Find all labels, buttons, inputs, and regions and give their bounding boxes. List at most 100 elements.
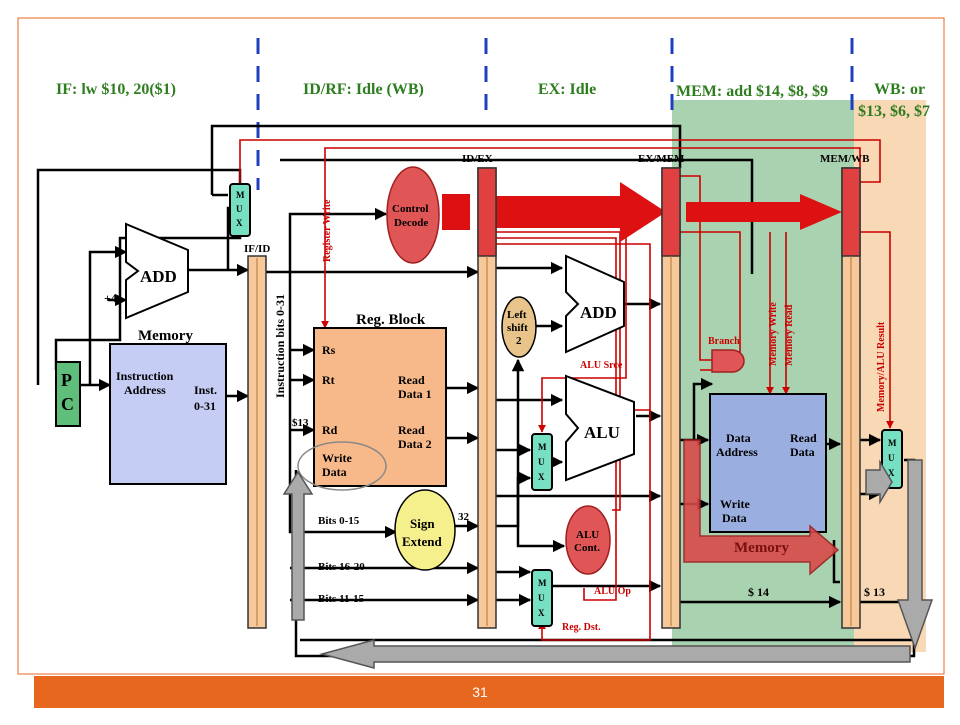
control-decode-label-1: Control (392, 203, 428, 215)
control-arrow-mem (686, 194, 842, 230)
register-read-data-2: Data 2 (398, 437, 432, 451)
reg-14-label: $ 14 (748, 585, 769, 599)
pc-label-p: P (61, 370, 72, 390)
data-memory-data: Data (726, 431, 751, 445)
regdst-mux-u: U (538, 593, 545, 603)
register-read-data-1: Data 1 (398, 387, 432, 401)
data-memory-write: Write (720, 497, 750, 511)
register-block (313, 327, 447, 487)
pc-register (55, 361, 81, 427)
register-13-label: $13 (292, 417, 309, 429)
wb-mux-x: X (888, 468, 895, 478)
regdst-mux-m: M (538, 578, 547, 588)
control-wires (239, 139, 894, 641)
stage-label-mem: MEM: add $14, $8, $9 (676, 83, 828, 100)
wb-gray-arrow-in (865, 459, 893, 505)
sign-extend-label-1: Sign (410, 516, 435, 531)
branch-adder (565, 254, 625, 354)
control-arrow-seg1 (442, 194, 470, 230)
branch-adder-label: ADD (580, 303, 617, 322)
idex-control-field (477, 167, 497, 257)
pc-mux-m: M (236, 190, 245, 200)
slide-frame (17, 17, 945, 675)
stage-label-ex: EX: Idle (538, 81, 596, 98)
register-write-port: Write (322, 451, 352, 465)
regdst-mux-x: X (538, 608, 545, 618)
memwb-control-field (841, 167, 861, 257)
left-shift-label-3: 2 (516, 335, 522, 347)
plus4-label: +4 (104, 291, 117, 305)
stage-label-if: IF: lw $10, 20($1) (56, 81, 176, 98)
data-memory-write-data: Data (722, 511, 747, 525)
alu-control-label-2: Cont. (574, 542, 600, 554)
data-memory-read: Read (790, 431, 817, 445)
reg-dst-mux (531, 569, 553, 627)
left-shift-2 (501, 296, 537, 358)
reg-dst-signal: Reg. Dst. (562, 622, 601, 633)
alu-mux-u: U (538, 457, 545, 467)
wb-mux-m: M (888, 438, 897, 448)
instruction-memory-instruction: Instruction (116, 369, 174, 383)
memory-alu-result-signal: Memory/ALU Result (876, 321, 887, 412)
reg-13-wb-label: $ 13 (864, 585, 885, 599)
alu-source-mux (531, 433, 553, 491)
alu-op-signal: ALU Op (594, 586, 631, 597)
memory-arrow-label: Memory (734, 540, 789, 556)
stage-dividers (256, 38, 854, 190)
sign-extend-width: 32 (458, 511, 470, 523)
stage-label-wb-regs: $13, $6, $7 (858, 103, 930, 120)
alu-control (565, 505, 611, 575)
bits-16-20-label: Bits 16-20 (318, 561, 365, 573)
instruction-memory-title: Memory (138, 328, 193, 344)
register-write-data: Data (322, 465, 347, 479)
register-write-signal: Register Write (322, 199, 333, 262)
data-memory-address: Address (716, 445, 758, 459)
register-rd-port: Rd (322, 423, 338, 437)
pc-mux (229, 183, 251, 237)
write-data-highlight (297, 441, 387, 491)
pc-label-c: C (61, 394, 74, 414)
memory-highlight-arrow (683, 439, 840, 576)
left-shift-label-1: Left (507, 309, 527, 321)
register-read-2: Read (398, 423, 425, 437)
instruction-memory (109, 343, 227, 485)
idex-label: ID/EX (462, 153, 493, 165)
pc-mux-x: X (236, 218, 243, 228)
stage-label-wb: WB: or (874, 81, 925, 98)
pc-adder-label: ADD (140, 267, 177, 286)
alu-mux-m: M (538, 442, 547, 452)
left-shift-label-2: shift (507, 322, 528, 334)
alu-mux-x: X (538, 472, 545, 482)
instruction-memory-inst: Inst. (194, 383, 217, 397)
ifid-label: IF/ID (244, 243, 270, 255)
register-rs-port: Rs (322, 343, 336, 357)
register-read-1: Read (398, 373, 425, 387)
data-memory (709, 393, 827, 533)
pc-adder (125, 222, 189, 320)
pipeline-registers (247, 167, 861, 629)
control-arrow-ex (496, 182, 666, 242)
exmem-control-field (661, 167, 681, 257)
wb-gray-arrow-back (319, 639, 911, 669)
instruction-memory-address: Address (124, 383, 166, 397)
alu (565, 374, 635, 482)
branch-signal: Branch (708, 336, 740, 347)
page-number: 31 (472, 684, 488, 700)
register-rt-port: Rt (322, 373, 335, 387)
stage-labels: IF: lw $10, 20($1) ID/RF: Idle (WB) EX: … (56, 81, 930, 120)
instruction-bits-label: Instruction bits 0-31 (273, 294, 287, 398)
data-memory-read-data: Data (790, 445, 815, 459)
wb-gray-arrow-up (282, 470, 314, 621)
branch-and-gate (711, 349, 745, 373)
sign-extend-label-2: Extend (402, 534, 443, 549)
alu-label: ALU (584, 423, 620, 442)
pc-mux-u: U (236, 204, 243, 214)
exmem-label: EX/MEM (638, 153, 685, 165)
bits-11-15-label: Bits 11-15 (318, 593, 365, 605)
control-decode (386, 166, 440, 264)
register-block-title: Reg. Block (356, 312, 426, 328)
alu-control-label-1: ALU (576, 529, 599, 541)
sign-extend (394, 489, 456, 571)
